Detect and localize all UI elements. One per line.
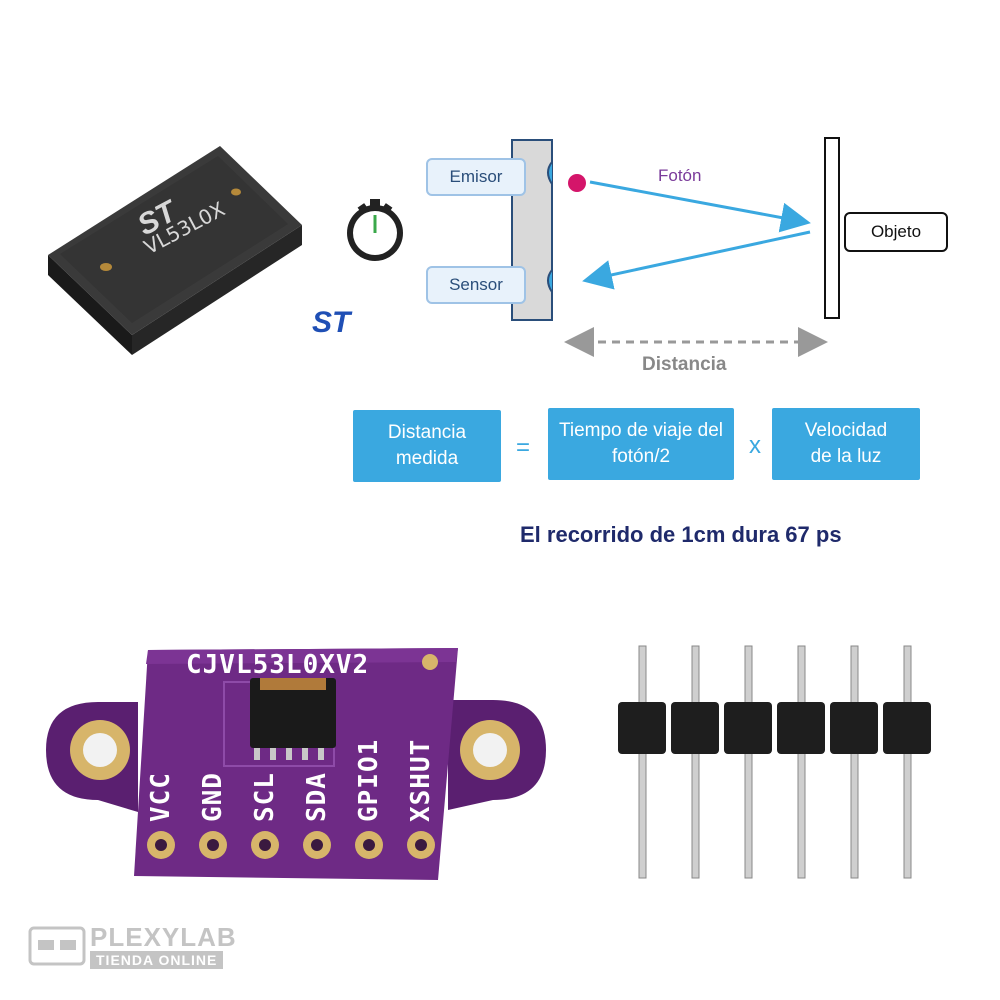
watermark-logo-icon xyxy=(28,926,86,966)
formula-equals: = xyxy=(516,434,531,461)
photon-label: Fotón xyxy=(658,166,702,185)
header-pins xyxy=(612,640,952,890)
header-pin xyxy=(830,645,878,879)
formula-measured-distance: Distancia medida xyxy=(353,410,501,482)
watermark: PLEXYLAB TIENDA ONLINE xyxy=(28,922,268,972)
header-pins-graphic xyxy=(618,645,931,879)
sensor-label: Sensor xyxy=(426,266,526,304)
object-label: Objeto xyxy=(844,212,948,252)
watermark-brand: PLEXYLAB xyxy=(90,922,237,952)
tof-diagram: Emisor Sensor Fotón Objeto Distancia xyxy=(420,130,960,380)
watermark-tagline: TIENDA ONLINE xyxy=(90,951,224,969)
pin-label-vcc: VCC xyxy=(146,772,176,822)
breakout-board: CJVL53L0XV2 VCC GND SCL SDA GPIO1 XSHUT xyxy=(38,640,558,890)
header-pin xyxy=(618,645,666,879)
formula-light-speed: Velocidad de la luz xyxy=(772,408,920,480)
board-illustration xyxy=(46,648,546,880)
caption: El recorrido de 1cm dura 67 ps xyxy=(520,522,842,547)
emitter-label: Emisor xyxy=(426,158,526,196)
distance-label: Distancia xyxy=(642,354,727,375)
pin-label-scl: SCL xyxy=(250,772,280,822)
pin-label-gnd: GND xyxy=(198,772,228,822)
header-pin xyxy=(724,645,772,879)
header-pin xyxy=(777,645,825,879)
pin-label-gpio1: GPIO1 xyxy=(354,738,384,822)
header-pin xyxy=(883,645,931,879)
formula-travel-time: Tiempo de viaje del fotón/2 xyxy=(548,408,734,480)
st-logo: ST xyxy=(312,306,351,339)
chip-illustration xyxy=(48,146,302,355)
vl53l0x-chip: ST VL53L0X xyxy=(40,140,310,360)
board-title: CJVL53L0XV2 xyxy=(186,650,370,680)
formula-times: x xyxy=(749,432,761,459)
stopwatch-icon xyxy=(340,195,410,265)
pin-label-sda: SDA xyxy=(302,772,332,822)
pin-label-xshut: XSHUT xyxy=(406,738,436,822)
header-pin xyxy=(671,645,719,879)
